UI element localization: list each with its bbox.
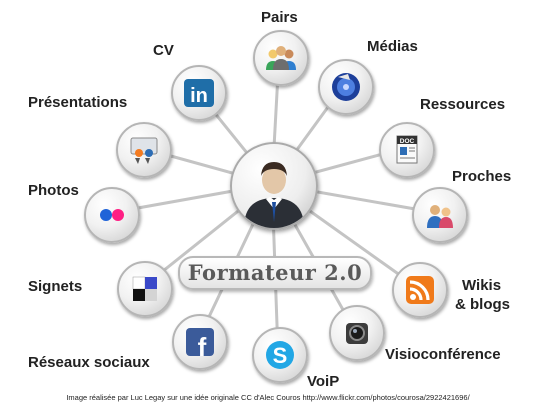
title-banner: Formateur 2.0	[178, 256, 372, 290]
label-wikis-line2: & blogs	[455, 296, 510, 313]
label-medias: Médias	[367, 38, 418, 55]
group-icon	[266, 46, 296, 70]
rss-icon	[406, 276, 434, 304]
node-presentations	[116, 122, 172, 178]
node-ressources: DOC	[379, 122, 435, 178]
node-photos	[84, 187, 140, 243]
label-cv: CV	[153, 42, 174, 59]
label-pairs: Pairs	[261, 9, 298, 26]
slideshare-icon	[130, 137, 158, 164]
label-voip: VoiP	[307, 373, 340, 390]
skype-text: S	[273, 343, 288, 368]
label-visio: Visioconférence	[385, 346, 501, 363]
node-proches	[412, 187, 468, 243]
node-voip: S	[252, 327, 308, 383]
delicious-icon	[132, 276, 157, 301]
label-photos: Photos	[28, 182, 79, 199]
node-visio	[329, 305, 385, 361]
facebook-icon: f	[186, 328, 214, 360]
skype-icon: S	[266, 341, 294, 369]
node-pairs	[253, 30, 309, 86]
node-wikis	[392, 262, 448, 318]
node-signets	[117, 261, 173, 317]
linkedin-icon: in	[184, 79, 214, 107]
label-ressources: Ressources	[420, 96, 506, 113]
label-reseaux: Réseaux sociaux	[28, 354, 150, 371]
webcam-icon	[346, 323, 368, 344]
node-medias	[318, 59, 374, 115]
document-icon: DOC	[396, 135, 418, 164]
linkedin-text: in	[190, 85, 208, 107]
people-icon	[427, 205, 453, 228]
node-reseaux: f	[172, 314, 228, 370]
image-credit: Image réalisée par Luc Legay sur une idé…	[66, 393, 470, 402]
trainer-avatar-icon	[244, 162, 304, 228]
node-cv: in	[171, 65, 227, 121]
media-player-icon	[332, 73, 360, 101]
label-presentations: Présentations	[28, 94, 128, 111]
center-node	[230, 142, 318, 230]
label-signets: Signets	[28, 278, 83, 295]
doc-badge-text: DOC	[400, 138, 415, 145]
facebook-text: f	[198, 332, 207, 360]
label-proches: Proches	[452, 168, 512, 185]
label-wikis-line1: Wikis	[462, 277, 502, 294]
flickr-icon	[100, 209, 124, 221]
